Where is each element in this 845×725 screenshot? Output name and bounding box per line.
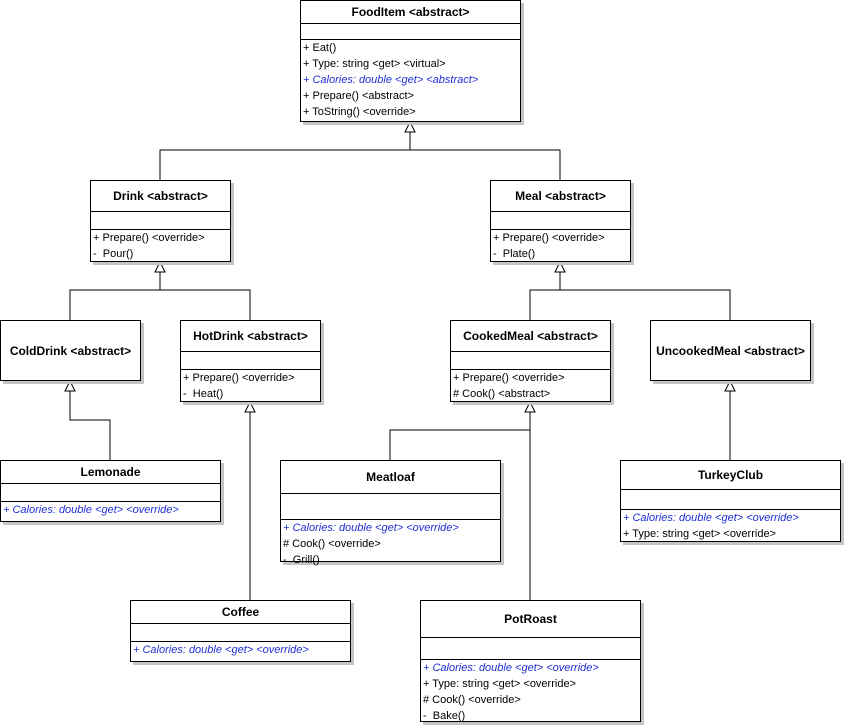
operations-compartment: + Calories: double <get> <override> # Coo… <box>281 519 500 568</box>
attributes-compartment <box>131 623 350 641</box>
operations-compartment: + Calories: double <get> <override> + Typ… <box>421 659 640 724</box>
generalization-line-drink <box>159 132 411 180</box>
attributes-compartment <box>621 489 840 509</box>
class-box-colddrink[interactable]: ColdDrink <abstract> <box>0 320 141 381</box>
class-name-colddrink: ColdDrink <abstract> <box>9 343 132 358</box>
class-box-meatloaf[interactable]: Meatloaf + Calories: double <get> <overri… <box>280 460 501 566</box>
class-box-meal[interactable]: Meal <abstract> + Prepare() <override> - P… <box>490 180 631 262</box>
operations-compartment: + Prepare() <override> # Cook() <abstract… <box>451 369 610 402</box>
class-box-fooditem[interactable]: FoodItem <abstract> + Eat() + Type: string… <box>300 0 521 122</box>
class-name-lemonade: Lemonade <box>80 465 141 479</box>
class-member: - Plate() <box>493 248 536 260</box>
generalization-line-meatloaf <box>389 412 531 460</box>
class-name-potroast: PotRoast <box>504 612 557 626</box>
operations-compartment: + Calories: double <get> <override> <box>1 501 220 518</box>
operations-compartment: + Prepare() <override> - Pour() <box>91 229 230 262</box>
class-name-drink: Drink <abstract> <box>113 189 208 203</box>
class-member: + Prepare() <override> <box>453 372 565 384</box>
operations-compartment: + Prepare() <override> - Heat() <box>181 369 320 402</box>
class-name-coffee: Coffee <box>221 605 260 619</box>
generalization-arrowhead-hotdrink <box>244 400 256 413</box>
attributes-compartment <box>421 637 640 659</box>
generalization-arrowhead-cookedmeal <box>524 400 536 413</box>
class-name-turkeyclub: TurkeyClub <box>697 468 764 482</box>
class-name-meatloaf: Meatloaf <box>366 470 415 484</box>
class-member: - Grill() <box>283 554 320 566</box>
attributes-compartment <box>491 211 630 229</box>
class-box-drink[interactable]: Drink <abstract> + Prepare() <override> - … <box>90 180 231 262</box>
class-box-potroast[interactable]: PotRoast + Calories: double <get> <overri… <box>420 600 641 722</box>
class-member: + Calories: double <get> <abstract> <box>303 74 479 86</box>
generalization-line-lemonade <box>69 391 111 460</box>
attributes-compartment <box>181 351 320 369</box>
operations-compartment: + Eat() + Type: string <get> <virtual> + C… <box>301 39 520 120</box>
generalization-arrowhead-meal <box>554 260 566 273</box>
operations-compartment: + Calories: double <get> <override> <box>131 641 350 658</box>
class-member: + Type: string <get> <virtual> <box>303 58 446 70</box>
class-member: + Prepare() <override> <box>183 372 295 384</box>
class-box-coffee[interactable]: Coffee + Calories: double <get> <override… <box>130 600 351 662</box>
class-member: + Calories: double <get> <override> <box>3 504 179 516</box>
class-member: # Cook() <override> <box>283 538 381 550</box>
class-member: + Prepare() <abstract> <box>303 90 414 102</box>
generalization-line-hotdrink <box>159 272 251 320</box>
class-member: + Calories: double <get> <override> <box>423 662 599 674</box>
attributes-compartment <box>451 351 610 369</box>
class-member: + Prepare() <override> <box>493 232 605 244</box>
class-name-cookedmeal: CookedMeal <abstract> <box>463 329 598 343</box>
class-name-uncookedmeal: UncookedMeal <abstract> <box>656 343 805 358</box>
class-box-lemonade[interactable]: Lemonade + Calories: double <get> <overri… <box>0 460 221 522</box>
attributes-compartment <box>91 211 230 229</box>
operations-compartment: + Calories: double <get> <override> + Typ… <box>621 509 840 542</box>
class-name-meal: Meal <abstract> <box>515 189 606 203</box>
generalization-arrowhead-drink <box>154 260 166 273</box>
generalization-line-cookedmeal <box>529 272 561 320</box>
class-member: - Bake() <box>423 710 466 722</box>
generalization-line-meal <box>409 132 561 180</box>
generalization-arrowhead-uncookedmeal <box>724 379 736 392</box>
class-member: + Calories: double <get> <override> <box>623 512 799 524</box>
class-member: - Pour() <box>93 248 134 260</box>
generalization-line-uncookedmeal <box>559 272 731 320</box>
class-box-hotdrink[interactable]: HotDrink <abstract> + Prepare() <override… <box>180 320 321 402</box>
generalization-arrowhead-fooditem <box>404 120 416 133</box>
class-box-uncookedmeal[interactable]: UncookedMeal <abstract> <box>650 320 811 381</box>
class-member: + Type: string <get> <override> <box>423 678 576 690</box>
class-box-turkeyclub[interactable]: TurkeyClub + Calories: double <get> <over… <box>620 460 841 542</box>
class-name-fooditem: FoodItem <abstract> <box>351 5 470 19</box>
attributes-compartment <box>1 483 220 501</box>
class-member: + Calories: double <get> <override> <box>283 522 459 534</box>
attributes-compartment <box>301 23 520 39</box>
class-member: # Cook() <override> <box>423 694 521 706</box>
class-member: + ToString() <override> <box>303 106 416 118</box>
class-member: + Eat() <box>303 42 337 54</box>
class-name-hotdrink: HotDrink <abstract> <box>193 329 308 343</box>
class-member: - Heat() <box>183 388 224 400</box>
class-box-cookedmeal[interactable]: CookedMeal <abstract> + Prepare() <overri… <box>450 320 611 402</box>
class-member: + Prepare() <override> <box>93 232 205 244</box>
attributes-compartment <box>281 493 500 519</box>
operations-compartment: + Prepare() <override> - Plate() <box>491 229 630 262</box>
generalization-arrowhead-colddrink <box>64 379 76 392</box>
class-member: + Type: string <get> <override> <box>623 528 776 540</box>
class-member: # Cook() <abstract> <box>453 388 551 400</box>
generalization-line-colddrink <box>69 272 161 320</box>
class-member: + Calories: double <get> <override> <box>133 644 309 656</box>
